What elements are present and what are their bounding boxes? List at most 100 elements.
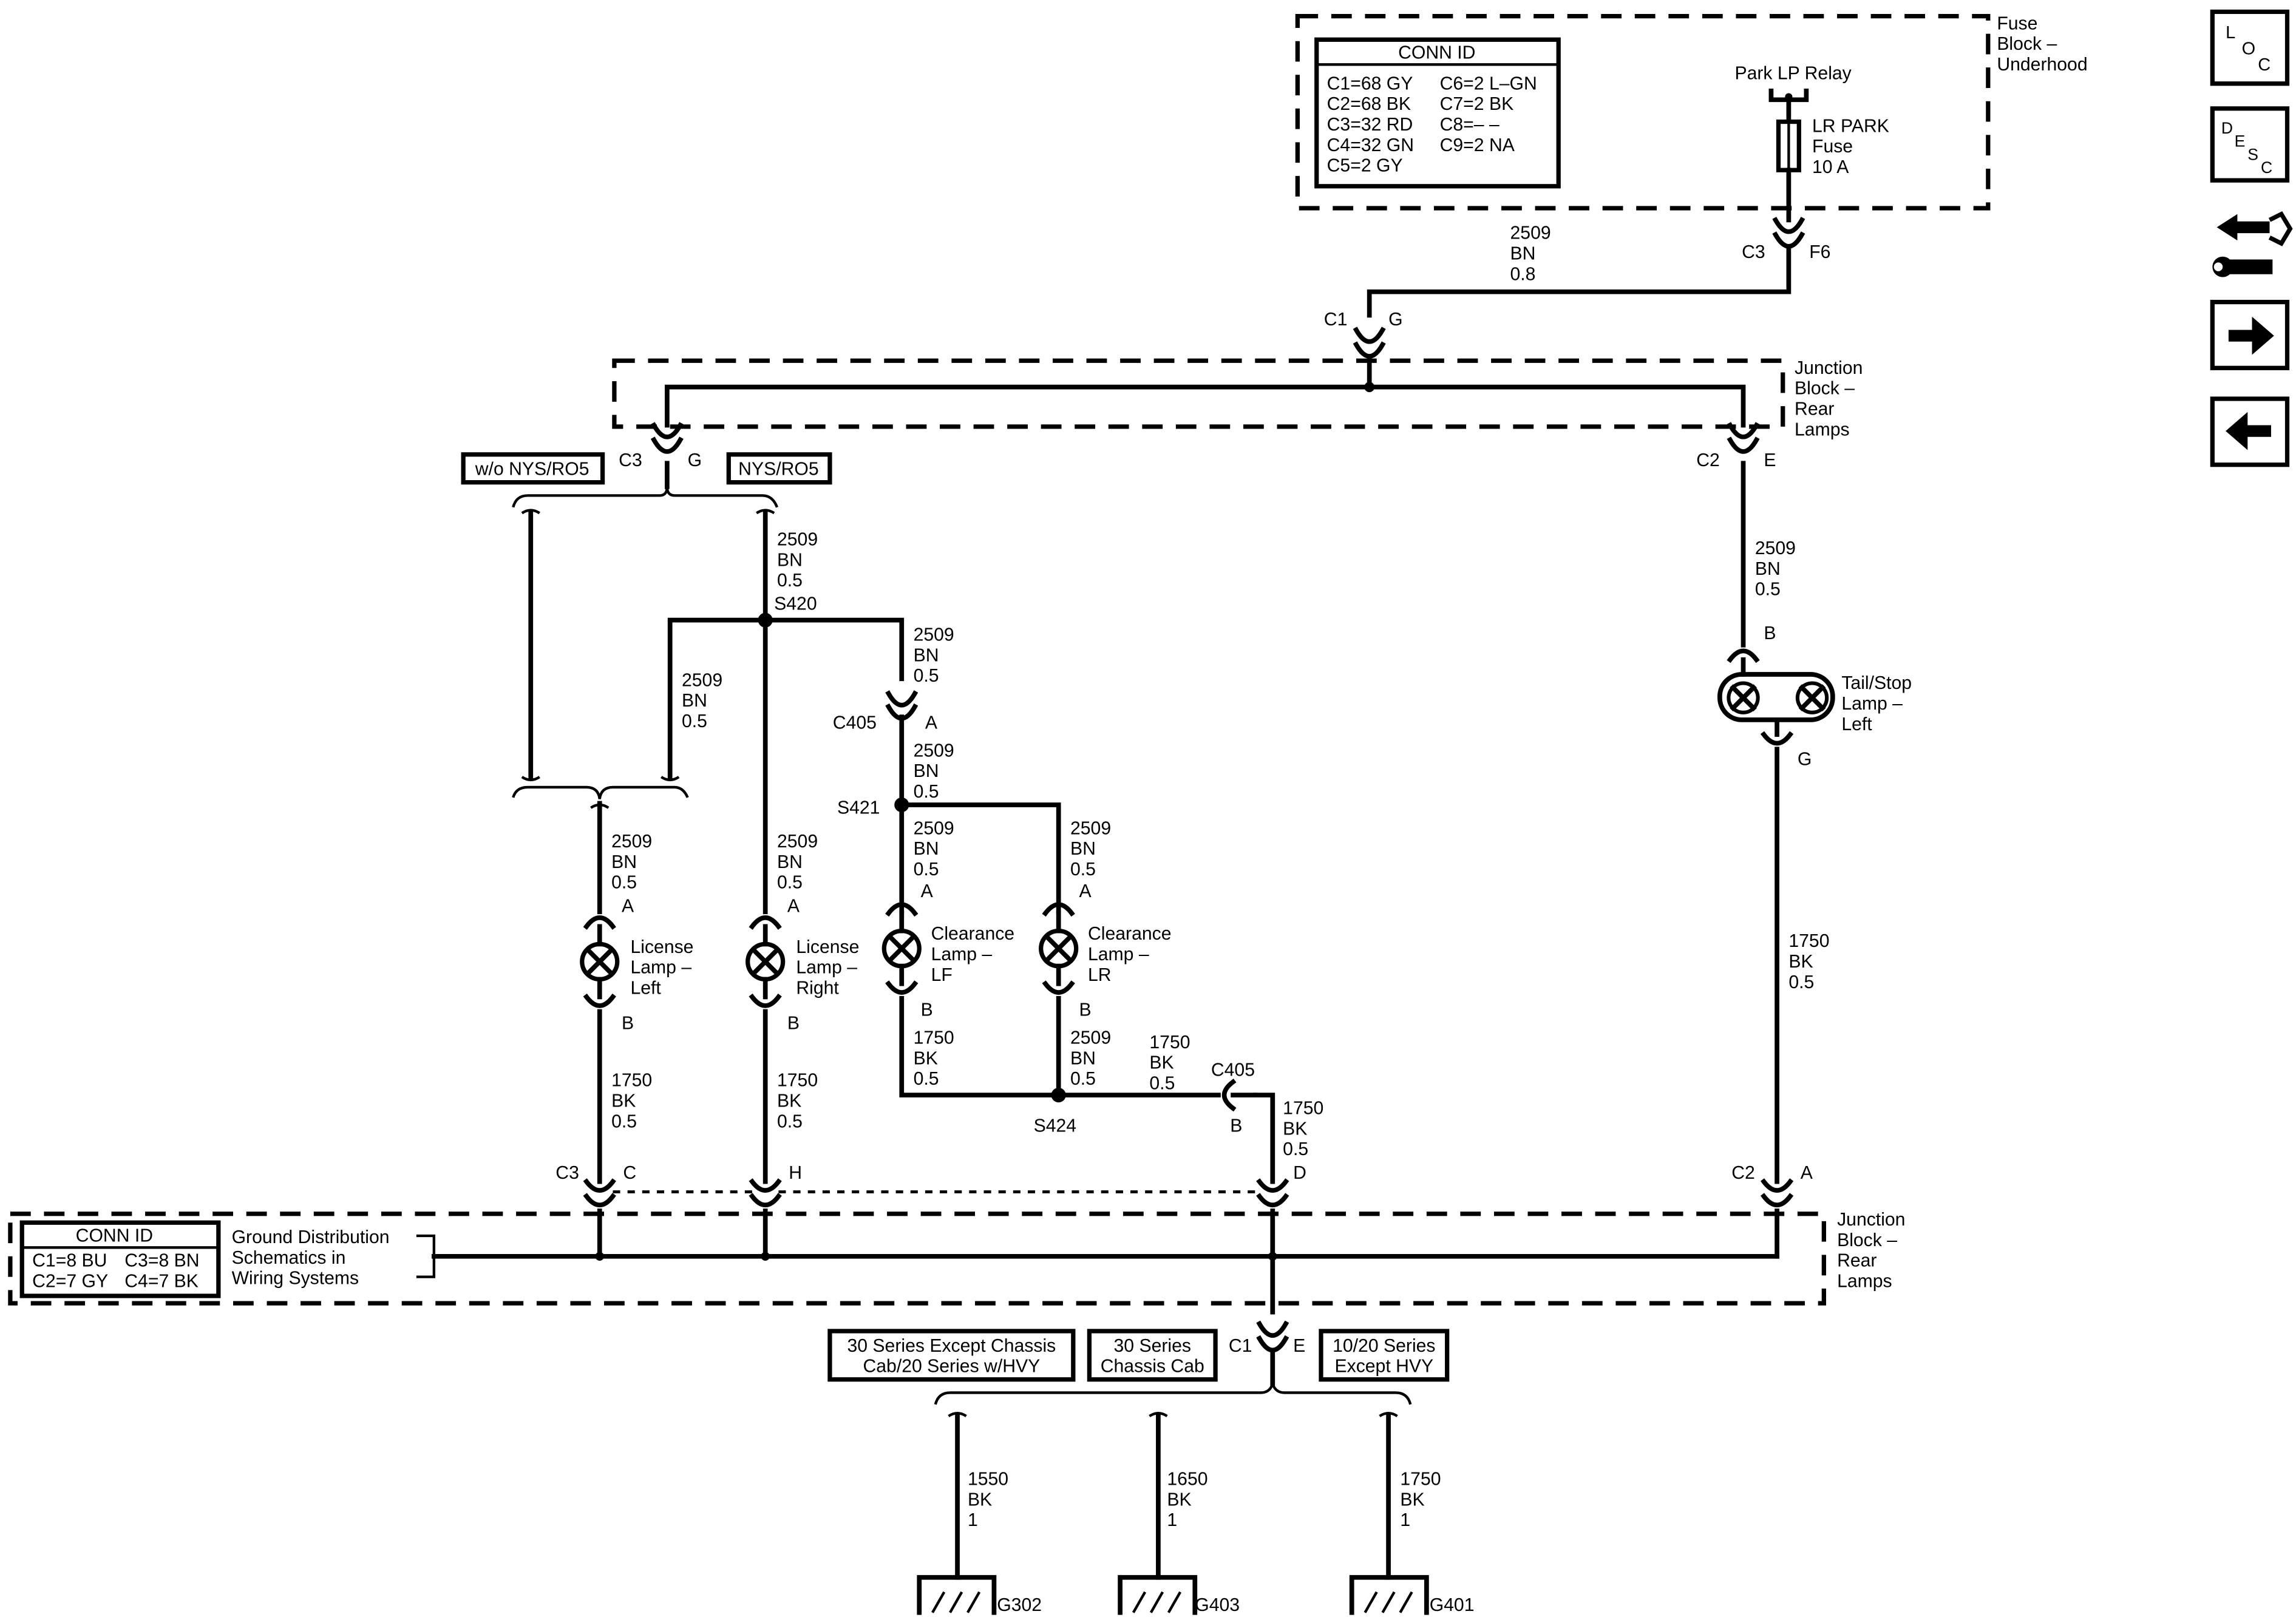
tail-stop-lamp-left: B G Tail/Stop Lamp – Left <box>1717 623 1912 770</box>
wire-color: BK <box>777 1091 801 1111</box>
feed-wire-2509 <box>1367 243 1792 318</box>
wire-color: BN <box>914 761 939 781</box>
splice-s424 <box>1051 1088 1066 1103</box>
wire-color: BN <box>1070 1048 1096 1068</box>
wire-circuit: 1550 <box>968 1470 1008 1490</box>
connector-label: C405 <box>833 713 877 733</box>
jb-title: Lamps <box>1795 419 1850 439</box>
pin-label: D <box>1293 1163 1306 1183</box>
fuse-block-title-line1: Fuse <box>1997 13 2037 33</box>
junction-block-rear-lamps-top <box>612 358 1785 429</box>
wire-circuit: 1750 <box>1788 931 1829 951</box>
wire-circuit: 2509 <box>914 625 954 645</box>
connector-label: C2 <box>1731 1163 1755 1183</box>
conn-id-title: CONN ID <box>76 1226 153 1246</box>
wire-color: BK <box>1283 1119 1307 1139</box>
connector-wrench-icon[interactable] <box>2212 211 2293 277</box>
wire-gauge: 0.5 <box>777 1111 803 1131</box>
conn-id-row: C4=32 GN <box>1327 135 1414 155</box>
conn-id-row: C2=68 BK <box>1327 94 1411 114</box>
connector-c3-f6: C3 F6 <box>1742 217 1830 262</box>
next-button[interactable] <box>2210 299 2290 370</box>
ground-option-label: Except HVY <box>1334 1357 1433 1377</box>
pin-label: H <box>789 1163 802 1183</box>
jb-title: Rear <box>1837 1251 1877 1271</box>
pin-label: E <box>1764 450 1776 470</box>
wire-circuit: 1750 <box>1149 1032 1190 1053</box>
ground-label: G403 <box>1195 1595 1240 1615</box>
option-selector: w/o NYS/RO5 NYS/RO5 <box>461 452 832 508</box>
ground-g401: 1750 BK 1 G401 <box>1349 1412 1475 1615</box>
ground-g302: 1550 BK 1 G302 <box>917 1412 1042 1615</box>
lamp-label: Right <box>796 978 839 998</box>
wire-circuit: 1750 <box>1283 1099 1323 1119</box>
jb-title: Rear <box>1795 399 1834 419</box>
ground-option-label: 30 Series Except Chassis <box>847 1336 1056 1356</box>
lamp-label: Clearance <box>1088 924 1172 944</box>
license-lamp-right: A B License Lamp – Right <box>746 896 859 1033</box>
desc-button[interactable]: D E S C <box>2210 106 2290 183</box>
conn-id-row: C6=2 L–GN <box>1440 73 1537 93</box>
pin-label: G <box>1798 750 1812 770</box>
splice-label: S424 <box>1034 1116 1076 1136</box>
wire-circuit: 2509 <box>611 832 652 852</box>
loc-letter: L <box>2226 23 2235 42</box>
wire-color: BK <box>914 1048 938 1068</box>
previous-button[interactable] <box>2210 396 2290 467</box>
splice-label: S421 <box>837 798 880 818</box>
pin-label: B <box>1230 1116 1242 1136</box>
wire-gauge: 0.8 <box>1510 264 1536 284</box>
connector-c3-g: C3 G <box>619 422 702 470</box>
wire-circuit: 1750 <box>611 1071 652 1091</box>
connector-label: C3 <box>555 1163 579 1183</box>
option-nys-ro5: NYS/RO5 <box>738 459 818 480</box>
lamp-label: License <box>796 937 859 957</box>
conn-id-row: C4=7 BK <box>124 1272 199 1292</box>
wire-circuit: 1750 <box>914 1028 954 1048</box>
conn-id-row: C3=8 BN <box>124 1251 199 1271</box>
wire-color: BK <box>1167 1490 1191 1510</box>
wire-color: BK <box>1149 1053 1173 1073</box>
wire-circuit: 2509 <box>1510 223 1551 243</box>
lamp-label: License <box>630 937 693 957</box>
loc-button[interactable]: L O C <box>2210 9 2290 86</box>
lamp-label: Lamp – <box>931 944 993 964</box>
ground-label: G302 <box>997 1595 1042 1615</box>
desc-letter: D <box>2221 119 2233 137</box>
jb-title: Block – <box>1837 1230 1897 1250</box>
wire-color: BN <box>611 852 637 872</box>
wire-gauge: 1 <box>1400 1510 1410 1530</box>
jb-top-bus <box>664 384 1746 428</box>
wire-gauge: 0.5 <box>1070 859 1096 880</box>
wire-color: BN <box>914 645 939 665</box>
wire-gauge: 0.5 <box>777 571 803 591</box>
connector-label: C405 <box>1211 1060 1255 1080</box>
wire-gauge: 0.5 <box>1070 1069 1096 1089</box>
junction-block-rear-lamps-bottom <box>8 1212 1826 1306</box>
wire-gauge: 0.5 <box>611 1111 637 1131</box>
desc-letter: S <box>2247 145 2258 163</box>
loc-letter: C <box>2258 55 2271 75</box>
ground-ref-text: Wiring Systems <box>232 1269 359 1289</box>
splice-label: S420 <box>774 594 817 614</box>
conn-id-row: C8=– – <box>1440 115 1500 135</box>
lamp-label: Left <box>630 978 661 998</box>
conn-id-row: C7=2 BK <box>1440 94 1514 114</box>
lamp-label: Lamp – <box>630 958 691 978</box>
clearance-lamp-lf: A B Clearance Lamp – LF <box>881 881 1014 1020</box>
wire-gauge: 1 <box>968 1510 978 1530</box>
ground-option-label: 30 Series <box>1114 1336 1191 1356</box>
wire-circuit: 1650 <box>1167 1470 1207 1490</box>
pin-label: E <box>1293 1336 1305 1356</box>
lr-park-fuse-symbol <box>1776 119 1801 172</box>
lr-park-fuse-label: Fuse <box>1812 137 1853 157</box>
wire-color: BN <box>777 550 803 570</box>
wire-gauge: 0.5 <box>611 873 637 893</box>
conn-id-row: C9=2 NA <box>1440 135 1515 155</box>
license-lamp-left: A B License Lamp – Left <box>580 896 693 1033</box>
connector-label: C1 <box>1324 310 1348 330</box>
loc-letter: O <box>2242 39 2256 58</box>
pin-label: F6 <box>1809 242 1830 262</box>
clearance-lamp-lr: A B Clearance Lamp – LR <box>1039 881 1172 1020</box>
